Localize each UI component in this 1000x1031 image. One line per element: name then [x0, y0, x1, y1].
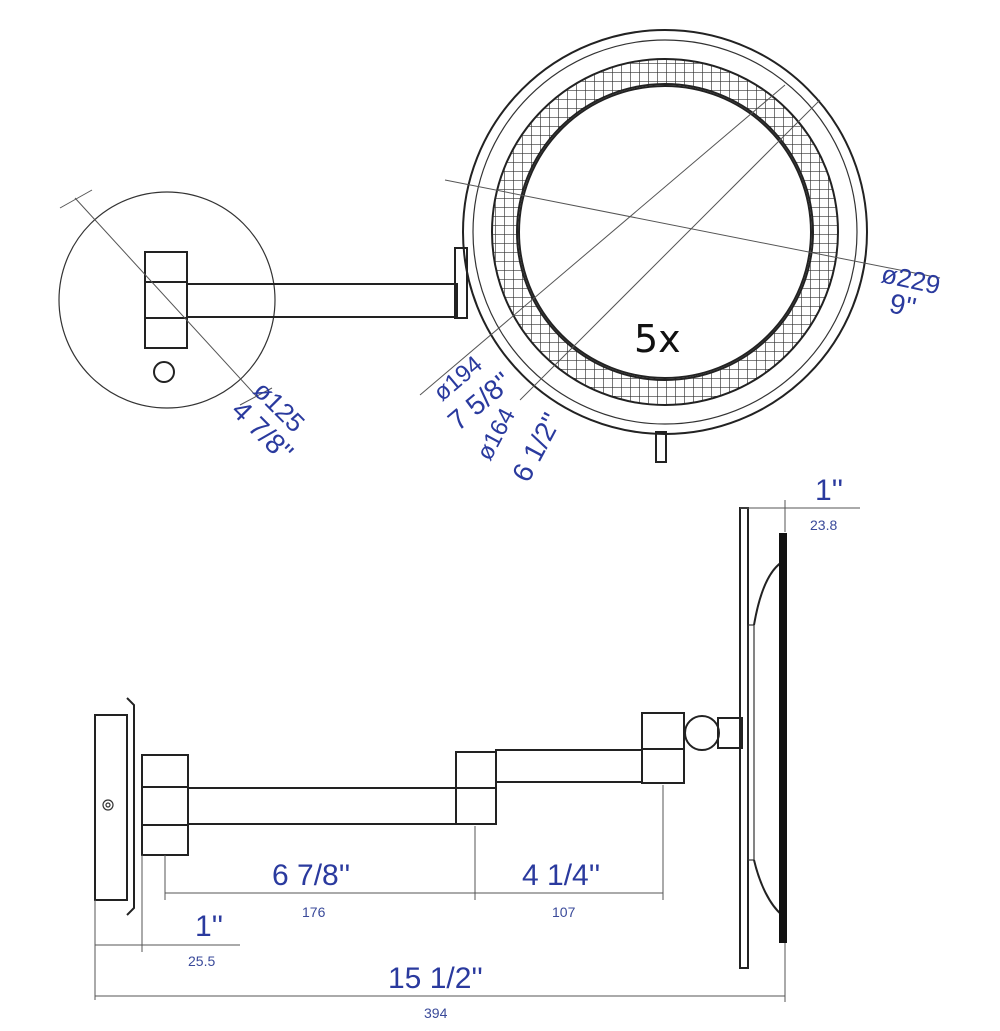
screw-hole [153, 361, 175, 383]
wall-flange-block [144, 317, 188, 349]
wall-base-disc [58, 191, 276, 409]
mirror-depth-in: 1'' [815, 474, 843, 507]
base-block [141, 786, 189, 826]
elbow-joint [455, 787, 497, 825]
swivel-knob [684, 715, 720, 751]
top-view: 5x ø125 4 7/8'' ø229 9'' ø194 7 5/8'' ø1… [58, 29, 943, 487]
arm-connector [454, 247, 468, 319]
wall-flange-block [144, 251, 188, 283]
total-mm: 394 [424, 1005, 448, 1021]
mirror-outer-in: 9'' [887, 288, 919, 324]
mirror-depth-mm: 23.8 [810, 517, 837, 533]
wall-screw [102, 799, 114, 811]
base-depth-in: 1'' [195, 910, 223, 943]
base-depth-mm: 25.5 [188, 953, 215, 969]
mirror-front-face [779, 533, 787, 943]
arm2-mm: 107 [552, 904, 576, 920]
dim-line-outer [444, 179, 941, 279]
mirror-lens-curve [753, 560, 783, 918]
mirror-inner-rim [472, 39, 858, 425]
wall-flange-block [144, 281, 188, 319]
mirror-glass [518, 85, 812, 379]
arm1-mm: 176 [302, 904, 326, 920]
top-arm [186, 283, 458, 318]
dim-line-base [74, 197, 259, 399]
mirror-stem [655, 431, 667, 463]
mirror-back-plate [747, 624, 755, 861]
top-joint [641, 712, 685, 750]
dim-line-ring [419, 84, 786, 396]
top-joint [641, 748, 685, 784]
light-ring [490, 58, 840, 406]
swivel-bracket [717, 717, 743, 749]
dim-ext [59, 189, 93, 209]
elbow-joint [455, 751, 497, 789]
wall-plate [94, 714, 128, 901]
base-block [141, 824, 189, 856]
wall-plate-edge [126, 697, 135, 916]
side-arm-2 [495, 749, 643, 783]
arm1-in: 6 7/8'' [272, 859, 350, 892]
side-arm-1 [187, 787, 457, 825]
total-in: 15 1/2'' [388, 962, 483, 995]
arm2-in: 4 1/4'' [522, 859, 600, 892]
dim-ext [239, 387, 273, 406]
base-block [141, 754, 189, 788]
side-view: 6 7/8'' 176 4 1/4'' 107 1'' 25.5 1'' 23.… [94, 474, 860, 1021]
magnification-label: 5x [634, 317, 681, 361]
dim-line-glass [519, 99, 821, 401]
wall-screw-inner [105, 802, 111, 808]
